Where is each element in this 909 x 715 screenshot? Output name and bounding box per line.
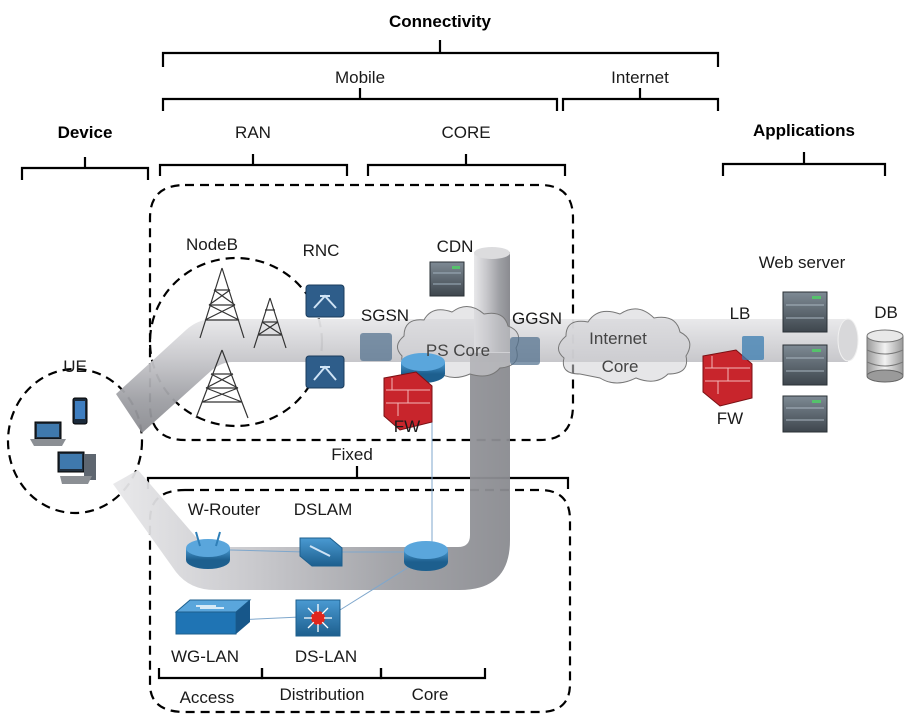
- sgsn-icon: [360, 333, 392, 361]
- wg-lan-label: WG-LAN: [171, 647, 239, 666]
- lb-label: LB: [730, 304, 751, 323]
- fw-app-label: FW: [717, 409, 743, 428]
- internet-header: Internet: [611, 68, 669, 87]
- internet-core-cloud-icon: [558, 308, 691, 384]
- ggsn-label: GGSN: [512, 309, 562, 328]
- server-icon: [782, 344, 828, 386]
- ggsn-icon: [510, 337, 540, 365]
- nodeb-label: NodeB: [186, 235, 238, 254]
- connectivity-brace: [161, 40, 720, 67]
- switch-icon: [174, 599, 252, 635]
- access-brace: [157, 668, 264, 680]
- desktop-icon: [57, 451, 96, 484]
- cell-tower-icon: [195, 349, 249, 419]
- core-bottom-label: Core: [412, 685, 449, 704]
- ran-header: RAN: [235, 123, 271, 142]
- ds-lan-label: DS-LAN: [295, 647, 357, 666]
- distribution-brace: [260, 668, 383, 680]
- applications-header: Applications: [753, 121, 855, 140]
- mobile-region-outline: [148, 183, 575, 442]
- ue-circle: [6, 367, 144, 515]
- firewall-icon: [383, 371, 433, 431]
- router-icon: [404, 541, 448, 571]
- server-icon: [782, 291, 828, 333]
- ue-label: UE: [63, 357, 87, 376]
- multilayer-switch-icon: [295, 599, 341, 637]
- dslan-router-link: [339, 559, 421, 611]
- load-balancer-icon: [742, 336, 764, 360]
- wrouter-dslam-link: [229, 549, 306, 553]
- distribution-label: Distribution: [279, 685, 364, 704]
- cell-tower-icon: [253, 297, 287, 349]
- core-header: CORE: [441, 123, 490, 142]
- router-icon: [186, 531, 230, 569]
- db-label: DB: [874, 303, 898, 322]
- internet-core-label-line1: Internet: [589, 329, 647, 348]
- applications-brace: [721, 152, 887, 176]
- dslam-label: DSLAM: [294, 500, 353, 519]
- dslam-icon: [299, 537, 343, 567]
- internet-brace: [561, 88, 720, 111]
- firewall-icon: [702, 349, 753, 407]
- server-icon: [429, 261, 465, 297]
- rnc-label: RNC: [303, 241, 340, 260]
- sgsn-label: SGSN: [361, 306, 409, 325]
- fixed-pipe: [113, 353, 510, 590]
- web-server-label: Web server: [759, 253, 846, 272]
- device-brace: [20, 157, 150, 180]
- internet-core-label-line2: Core: [602, 357, 639, 376]
- access-label: Access: [180, 688, 235, 707]
- connectivity-header: Connectivity: [389, 12, 492, 31]
- ran-brace: [158, 154, 349, 176]
- phone-icon: [72, 397, 88, 425]
- mobile-brace: [161, 88, 559, 111]
- core-brace-top: [366, 154, 567, 176]
- rnc-icon: [305, 355, 345, 389]
- server-icon: [782, 395, 828, 433]
- rnc-icon: [305, 284, 345, 318]
- fixed-header: Fixed: [331, 445, 373, 464]
- cdn-label: CDN: [437, 237, 474, 256]
- database-icon: [866, 329, 904, 383]
- fw-mobile-label: FW: [394, 417, 420, 436]
- cell-tower-icon: [199, 267, 245, 339]
- ps-core-label: PS Core: [426, 341, 490, 360]
- core-brace-bottom: [379, 668, 487, 680]
- laptop-icon: [30, 421, 66, 446]
- mobile-header: Mobile: [335, 68, 385, 87]
- device-header: Device: [58, 123, 113, 142]
- w-router-label: W-Router: [188, 500, 261, 519]
